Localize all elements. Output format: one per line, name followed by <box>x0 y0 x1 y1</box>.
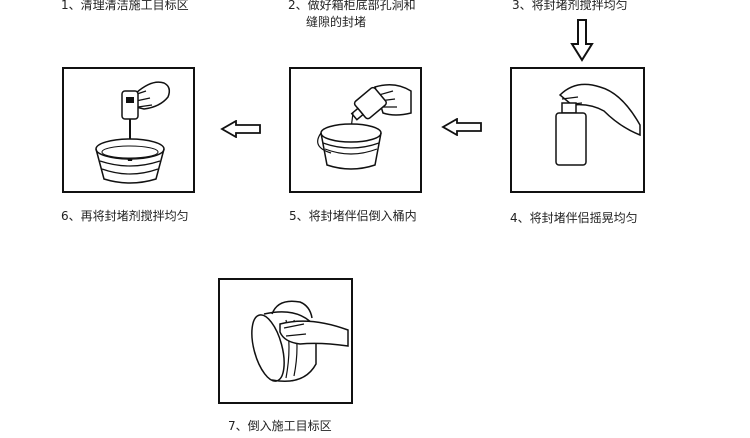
step-4-illustration-box <box>510 67 645 193</box>
step-6-caption: 6、再将封堵剂搅拌均匀 <box>61 208 189 224</box>
step-6-illustration-box <box>62 67 195 193</box>
pour-bottle-into-bucket-illustration <box>291 69 420 191</box>
step-2-caption-line1: 2、做好箱柜底部孔洞和 <box>288 0 416 13</box>
step-3-caption: 3、将封堵剂搅拌均匀 <box>512 0 628 13</box>
left-arrow-icon <box>220 120 262 138</box>
step-5-caption: 5、将封堵伴侣倒入桶内 <box>289 208 417 224</box>
pour-bucket-illustration <box>220 280 351 402</box>
step-2-caption-line2: 缝隙的封堵 <box>306 14 366 30</box>
step-5-illustration-box <box>289 67 422 193</box>
left-arrow-icon <box>441 118 483 136</box>
step-7-caption: 7、倒入施工目标区 <box>228 418 332 434</box>
step-7-illustration-box <box>218 278 353 404</box>
step-4-caption: 4、将封堵伴侣摇晃均匀 <box>510 210 638 226</box>
down-arrow-icon <box>570 18 594 62</box>
step-1-caption: 1、清理清洁施工目标区 <box>61 0 189 13</box>
shake-bottle-illustration <box>512 69 643 191</box>
drill-mix-bucket-illustration <box>64 69 193 191</box>
